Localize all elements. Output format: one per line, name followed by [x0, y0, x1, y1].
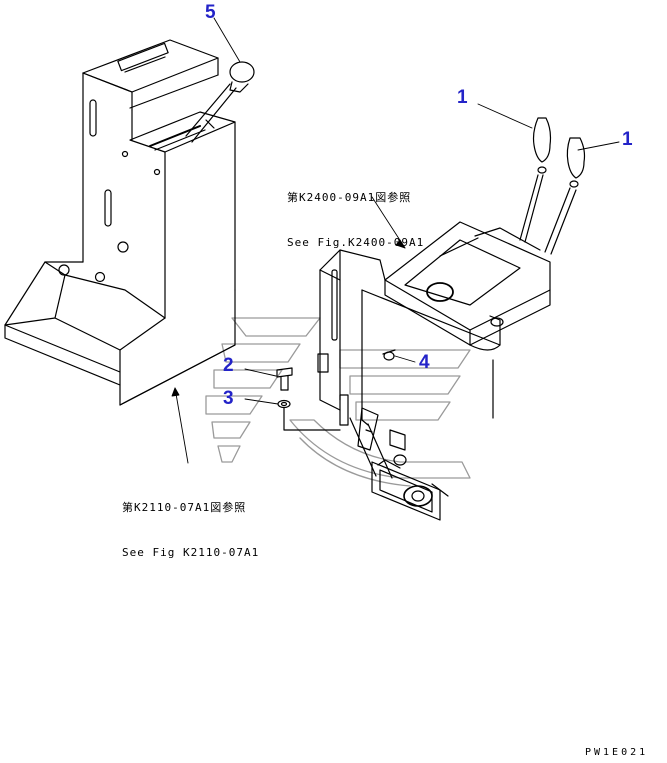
bolt-and-washer	[276, 367, 341, 431]
reference-arrows	[171, 196, 406, 464]
callout-1-right: 1	[622, 129, 633, 150]
lever-5	[185, 17, 255, 143]
callout-2: 2	[223, 355, 234, 376]
leader-lines	[244, 103, 620, 405]
lower-mechanism	[349, 407, 449, 521]
callout-1-left: 1	[457, 87, 468, 108]
reference-top: 第K2400-09A1図参照 See Fig.K2400-09A1	[287, 160, 424, 265]
callout-5: 5	[205, 2, 216, 23]
levers-1	[519, 117, 586, 255]
left-console	[4, 39, 236, 406]
right-console	[317, 221, 551, 426]
reference-bottom: 第K2110-07A1図参照 See Fig K2110-07A1	[122, 470, 259, 575]
watermark-logo	[205, 317, 471, 487]
callout-3: 3	[223, 388, 234, 409]
drawing-code: PW1E021	[585, 747, 649, 758]
reference-top-jp: 第K2400-09A1図参照	[287, 191, 412, 204]
reference-top-en: See Fig.K2400-09A1	[287, 236, 425, 249]
callout-4: 4	[419, 352, 430, 373]
reference-bottom-en: See Fig K2110-07A1	[122, 546, 260, 559]
reference-bottom-jp: 第K2110-07A1図参照	[122, 501, 247, 514]
